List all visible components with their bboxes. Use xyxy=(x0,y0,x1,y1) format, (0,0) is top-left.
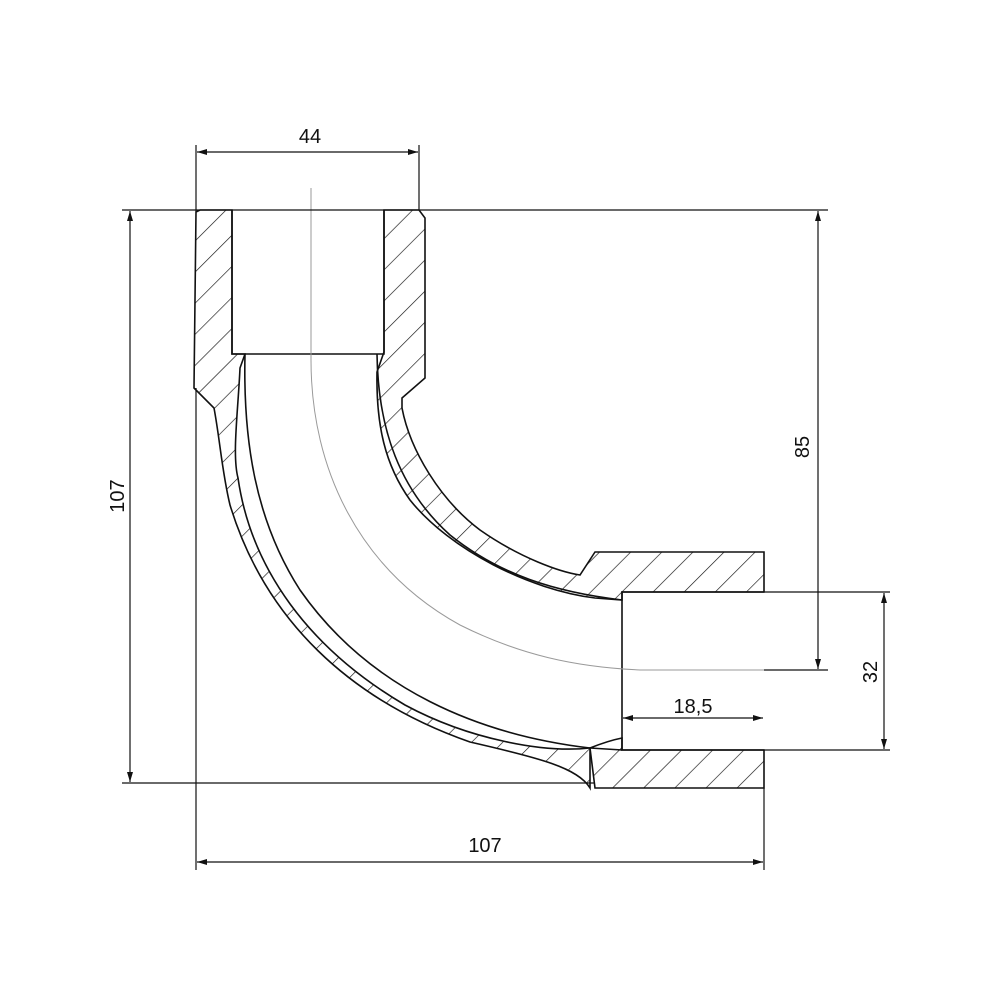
dim-label-right-height: 85 xyxy=(792,436,814,458)
bend-centerline xyxy=(310,188,768,671)
dim-label-socket-depth: 18,5 xyxy=(674,696,713,718)
dim-label-outlet-diameter: 32 xyxy=(860,661,882,683)
dim-label-bottom-width: 107 xyxy=(468,835,501,857)
bore-outlines xyxy=(231,210,764,751)
dim-label-left-height: 107 xyxy=(107,479,129,512)
dimension-lines xyxy=(127,149,887,865)
bend-inner-bore-inner xyxy=(376,353,623,601)
bend-inner-bore-outer xyxy=(243,353,623,751)
extension-lines xyxy=(122,145,890,870)
top-socket-right-wall xyxy=(376,209,765,601)
dim-label-top-width: 44 xyxy=(299,126,321,148)
outlet-bottom-wall xyxy=(589,737,765,789)
top-socket-left-wall xyxy=(193,209,591,791)
top-socket-bore xyxy=(231,210,385,355)
dimension-labels: 44 107 85 107 32 18,5 xyxy=(107,126,882,857)
outlet-socket-bore xyxy=(621,591,764,751)
